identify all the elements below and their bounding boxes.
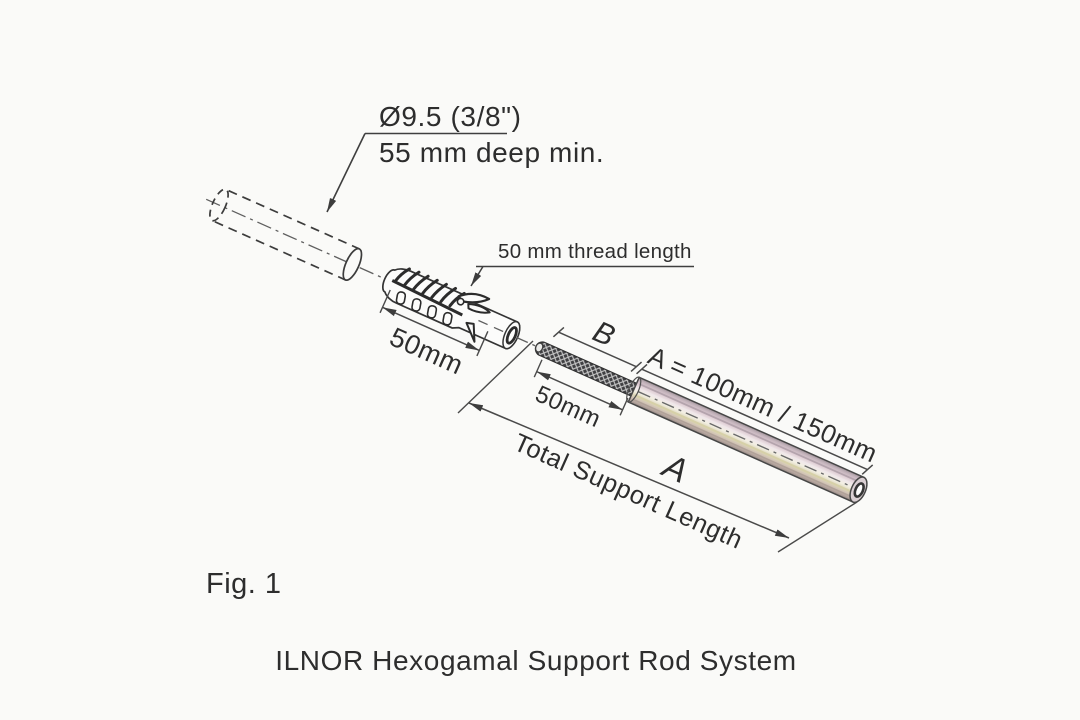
anchor-ribs	[393, 267, 466, 308]
anchor-centerline	[478, 319, 505, 333]
gap-centerline	[516, 337, 539, 348]
hole-bottom-edge	[214, 220, 346, 281]
thread-tip	[534, 342, 544, 353]
drilled-hole	[205, 188, 388, 281]
figure-title: ILNOR Hexogamal Support Rod System	[275, 645, 797, 676]
hole-far-end	[209, 188, 229, 222]
callout-thread-note: 50 mm thread length	[470, 240, 694, 287]
hole-near-end	[342, 247, 363, 281]
hole-centerline	[205, 198, 388, 281]
thread-length-value: 50mm	[531, 381, 605, 434]
callout-hole-spec: Ø9.5 (3/8") 55 mm deep min.	[326, 101, 604, 213]
hole-top-edge	[228, 189, 360, 250]
hole-diameter-label: Ø9.5 (3/8")	[379, 101, 522, 132]
hex-rod-end-hole	[853, 482, 865, 498]
figure-caption: Fig. 1	[206, 568, 282, 600]
thread-note-label: 50 mm thread length	[498, 240, 692, 263]
anchor-length-value: 50mm	[385, 322, 468, 381]
total-length-label: Total Support Length	[510, 429, 747, 555]
anchor-hole	[505, 326, 518, 345]
leader-arrow	[470, 266, 484, 287]
leader-arrow	[326, 133, 366, 213]
hole-depth-label: 55 mm deep min.	[379, 137, 604, 168]
hex-rod-socket-edge	[626, 376, 642, 403]
rod-assembly: 50mm 50mm B A = 100mm / 150mm	[205, 188, 882, 504]
